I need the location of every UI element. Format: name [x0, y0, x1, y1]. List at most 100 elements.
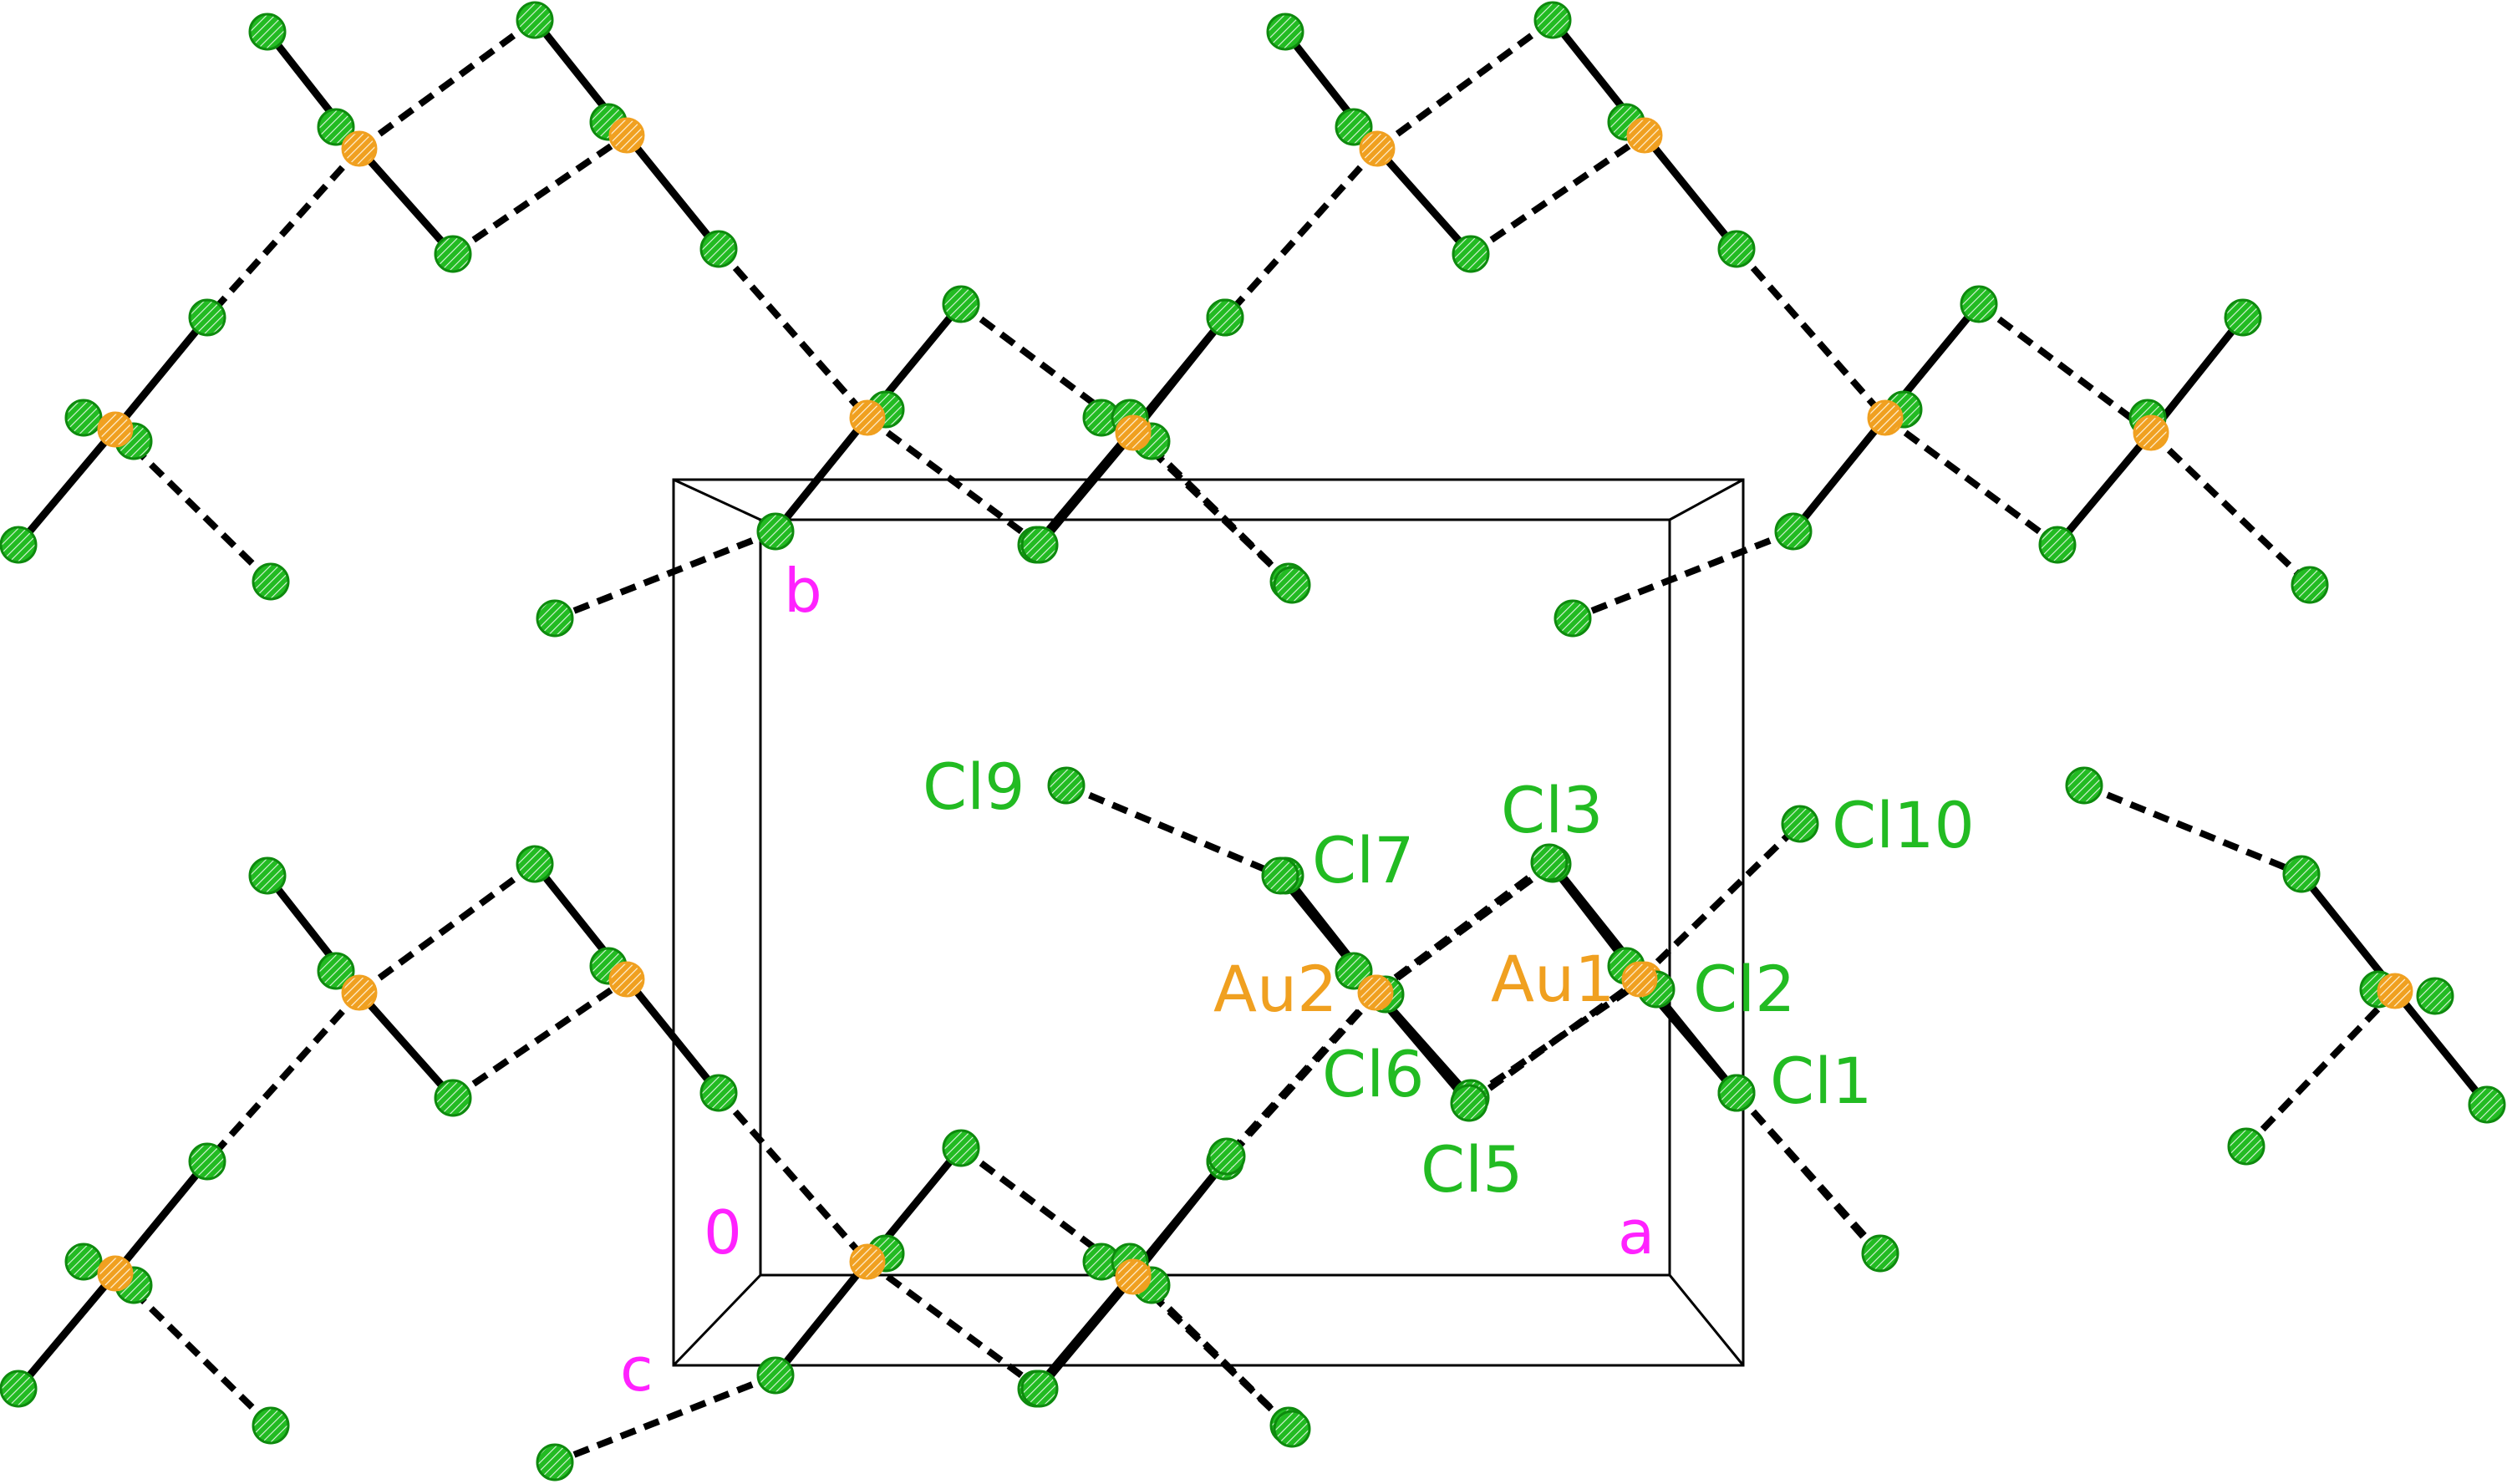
gold-atom: [1626, 117, 1663, 154]
au-cl-bond: [2147, 313, 2247, 437]
chlorine-atom: [252, 1406, 290, 1445]
axis-label-a: a: [1618, 1197, 1655, 1268]
label-cl7: Cl7: [1312, 823, 1415, 897]
chlorine-atom: [516, 845, 554, 883]
chlorine-atom: [1273, 566, 1311, 604]
cl-au-contact: [1223, 146, 1380, 320]
chlorine-atom: [2291, 566, 2329, 604]
chlorine-atom: [756, 512, 795, 551]
cl-au-contact: [2244, 988, 2398, 1149]
chlorine-atom: [1781, 805, 1819, 843]
au-cl-bond: [771, 1258, 872, 1380]
au-cl-bond: [355, 145, 457, 258]
cl-au-contact: [450, 132, 629, 257]
unit-cell-box: [672, 478, 1745, 1367]
au-cl-bond: [1129, 1157, 1229, 1281]
cl-au-contact: [715, 246, 871, 420]
chlorine-atom: [1717, 1074, 1756, 1112]
chlorine-atom: [434, 235, 472, 273]
gold-atom: [1359, 130, 1396, 167]
au-cl-bond: [1035, 429, 1137, 549]
chlorine-atom: [942, 1129, 980, 1167]
label-cl3: Cl3: [1501, 773, 1604, 847]
au-cl-bond: [1373, 145, 1475, 258]
cl-au-contact: [865, 414, 1042, 548]
cl-au-contact: [715, 1090, 871, 1264]
label-cl9: Cl9: [923, 750, 1025, 824]
chlorine-atom: [317, 952, 355, 990]
chlorine-atom: [1273, 1410, 1311, 1448]
gold-atom: [2377, 973, 2413, 1009]
cl-au-contact: [205, 146, 362, 320]
gold-atom: [608, 961, 645, 998]
cl-au-contact: [205, 990, 362, 1164]
chlorine-atom: [942, 285, 980, 323]
chlorine-atom: [248, 856, 287, 895]
chlorine-atom: [252, 562, 290, 601]
chlorine-atom: [1530, 843, 1569, 882]
chlorine-atom: [1335, 952, 1373, 990]
chlorine-atom: [699, 230, 738, 268]
chlorine-atom: [248, 13, 287, 51]
unit-cell-back-face: [759, 518, 1671, 1277]
au-cl-bond: [2391, 987, 2491, 1109]
au-cl-bond: [111, 313, 211, 434]
chlorine-atom: [64, 399, 103, 437]
chlorine-atom: [188, 1142, 226, 1181]
axis-label-c: c: [620, 1334, 653, 1405]
cl-au-contact: [1571, 528, 1795, 622]
au-cl-bond: [1035, 1273, 1137, 1393]
unit-cell-edge: [1668, 1274, 1745, 1366]
label-cl6: Cl6: [1322, 1037, 1425, 1111]
au-cl-bond: [1789, 414, 1889, 536]
gold-atom: [2133, 414, 2169, 451]
chlorine-atom: [1266, 13, 1304, 51]
au-cl-bond: [623, 975, 723, 1097]
cell-axis-labels: b 0 a c: [620, 556, 1655, 1405]
chlorine-atom: [756, 1356, 795, 1395]
au-cl-bond: [1640, 131, 1741, 253]
chlorine-atom: [536, 1443, 574, 1481]
gold-atom: [1115, 414, 1152, 451]
au-cl-bond: [111, 1157, 211, 1278]
gold-atom: [608, 117, 645, 154]
chlorine-atom: [1335, 108, 1373, 146]
unit-cell-edge: [672, 1273, 762, 1367]
chlorine-atom: [434, 1079, 472, 1117]
label-au2: Au2: [1213, 952, 1338, 1026]
chlorine-atom: [1960, 285, 1998, 323]
chlorine-atom: [1450, 1084, 1488, 1122]
gold-atom: [97, 411, 134, 448]
label-cl2: Cl2: [1693, 952, 1796, 1026]
gold-atom: [97, 1255, 134, 1292]
cl-au-contact: [2148, 430, 2312, 587]
au-cl-bond: [623, 131, 723, 253]
au-cl-bond: [355, 988, 457, 1102]
cl-au-contact: [1976, 301, 2154, 436]
cl-au-contact: [357, 861, 537, 996]
axis-label-b: b: [784, 556, 822, 626]
chlorine-atom: [1206, 298, 1244, 337]
chlorine-atom: [64, 1243, 103, 1281]
gold-atom: [341, 974, 378, 1011]
au-cl-bond: [14, 1269, 120, 1393]
gold-atom: [849, 399, 886, 436]
chlorine-atom: [2282, 855, 2321, 893]
gold-atom: [1357, 974, 1394, 1011]
chlorine-atom: [1208, 1137, 1246, 1176]
label-cl10: Cl10: [1832, 788, 1975, 862]
au-cl-bond: [1129, 313, 1229, 437]
cl5-au1-contact: [1467, 976, 1642, 1106]
unit-cell-front-face: [672, 478, 1745, 1367]
au-cl-bond: [771, 414, 872, 536]
cl-au-contact: [1131, 430, 1294, 587]
chlorine-atom: [1533, 1, 1572, 39]
chlorine-atom: [1020, 1370, 1059, 1408]
atom-labels: Cl9 Cl7 Cl3 Cl10 Au2 Au1 Cl2 Cl6 Cl1 Cl5: [923, 750, 1975, 1207]
axis-label-origin: 0: [704, 1197, 742, 1268]
cl-au-contact: [450, 976, 629, 1101]
chlorine-atom: [699, 1074, 738, 1112]
gold-atom: [1115, 1258, 1152, 1295]
